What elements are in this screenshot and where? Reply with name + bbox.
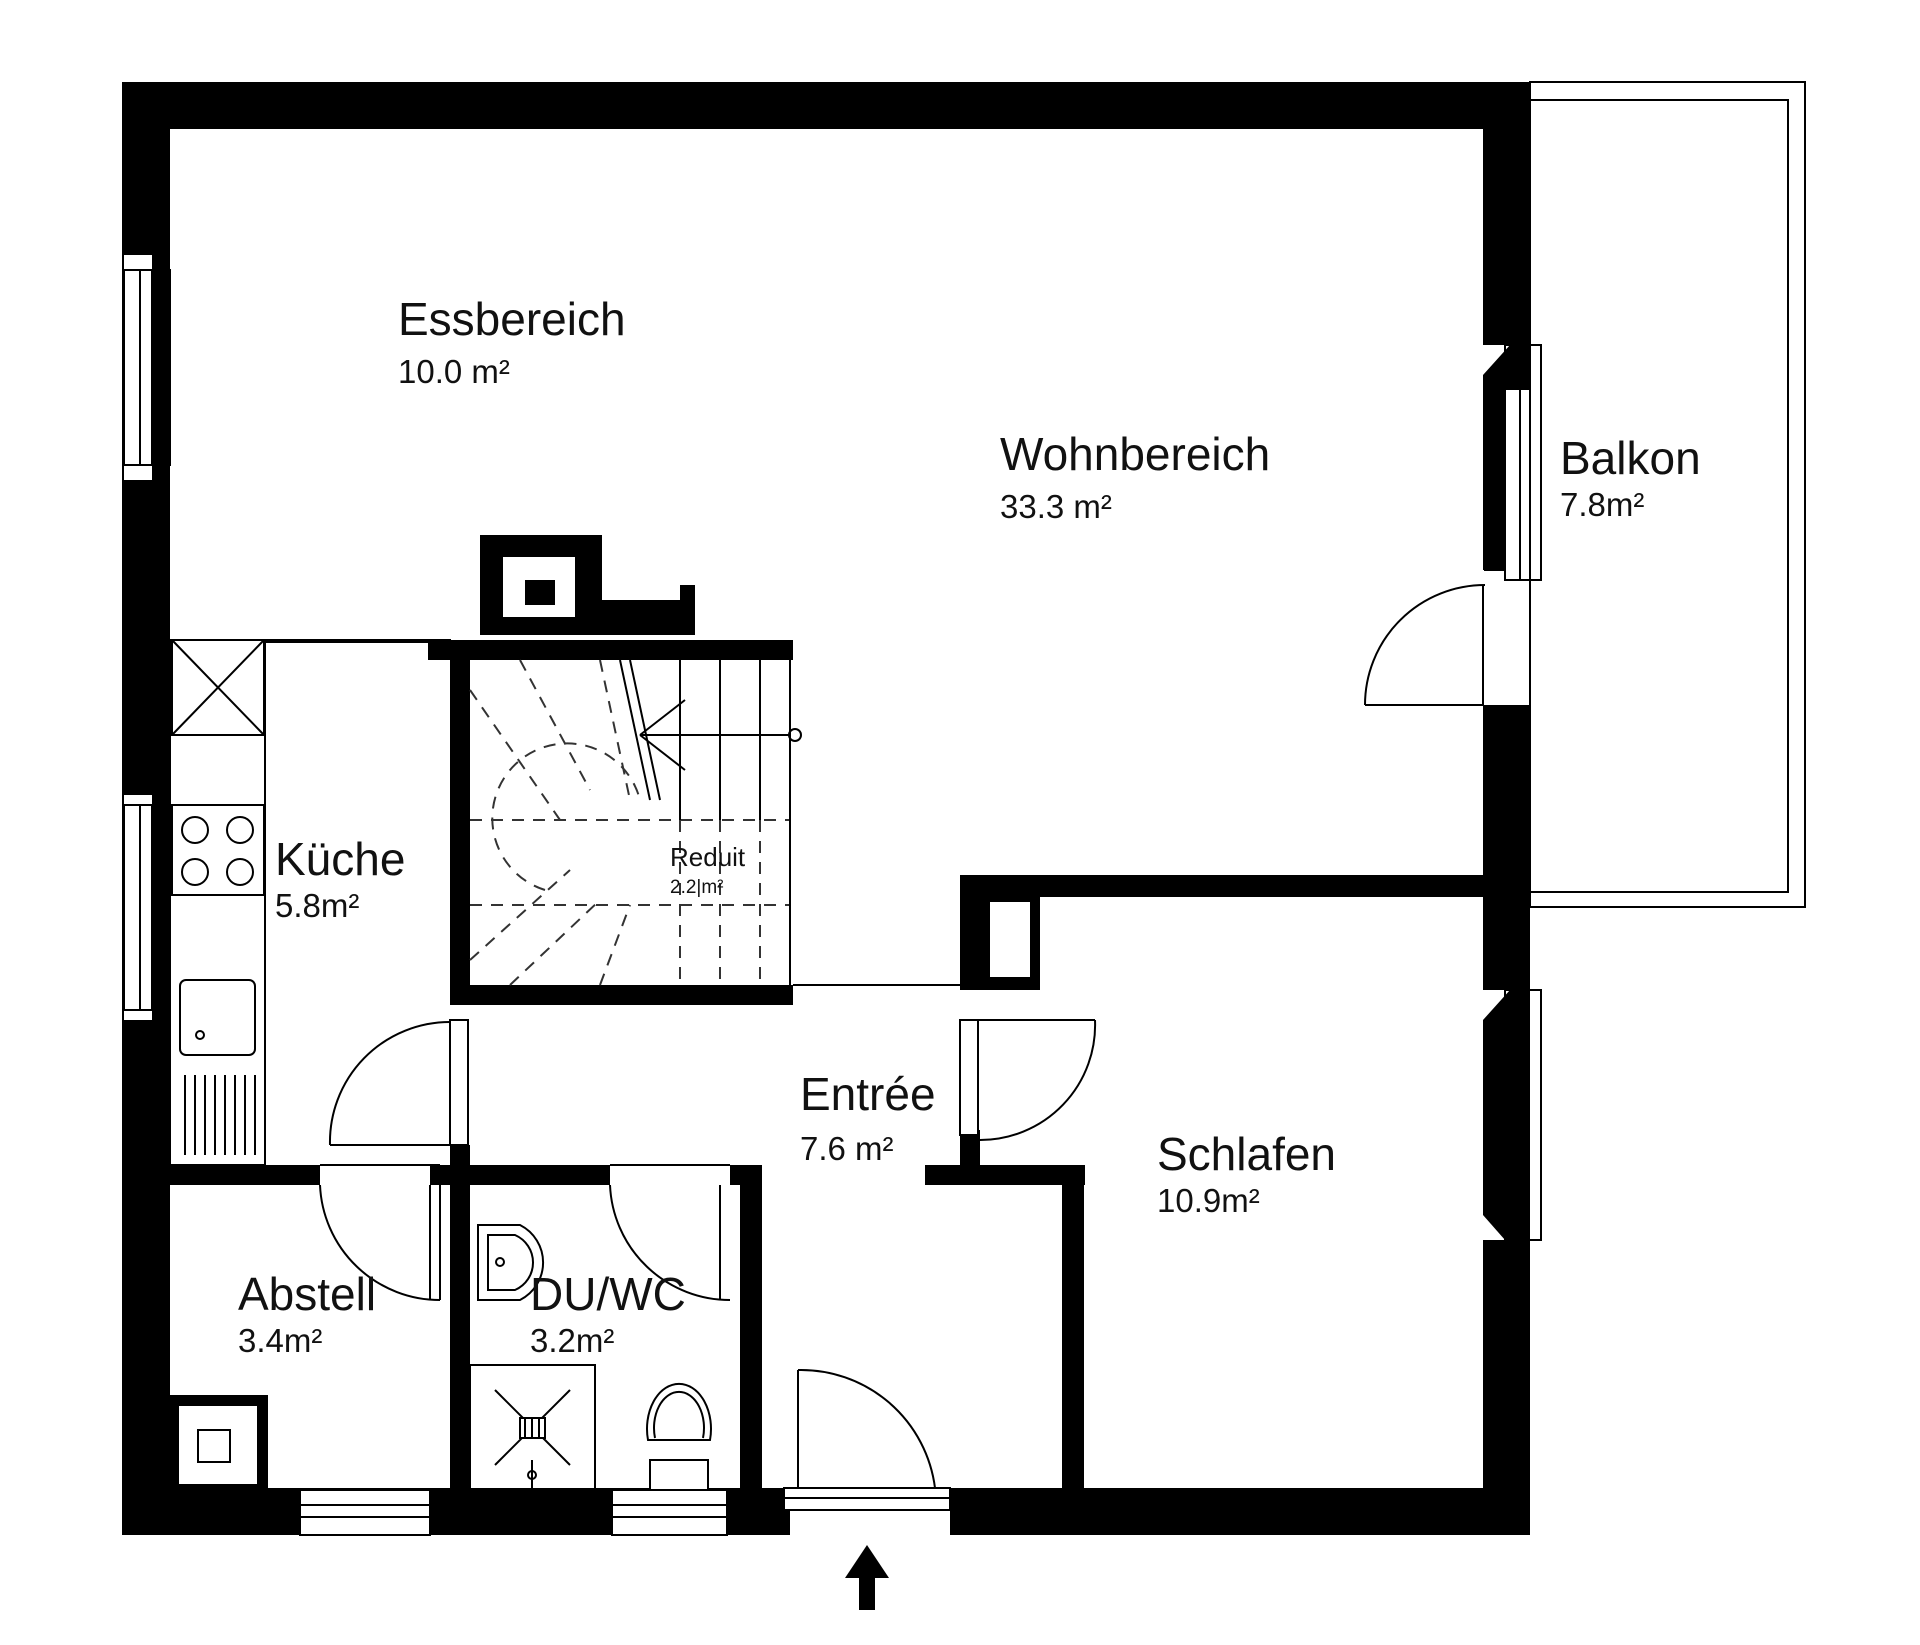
room-name: Reduit <box>670 842 746 872</box>
room-name: Schlafen <box>1157 1128 1336 1180</box>
balkon-door-jamb <box>1483 705 1530 760</box>
balkon-outline <box>1529 81 1806 908</box>
room-area: 3.2m² <box>530 1322 614 1359</box>
room-duwc: DU/WC 3.2m² <box>530 1268 686 1359</box>
door-abstell <box>319 1164 441 1302</box>
room-area: 3.4m² <box>238 1322 322 1359</box>
window-east-balkon <box>1483 344 1542 581</box>
room-name: Entrée <box>800 1068 936 1120</box>
room-kueche: Küche 5.8m² <box>275 833 405 924</box>
cooktop-icon <box>171 804 265 896</box>
washbasin-icon <box>477 1224 545 1301</box>
staircase <box>469 659 802 986</box>
window-west-kueche <box>123 795 171 1020</box>
room-area: 2.2|m² <box>670 877 724 898</box>
door-duwc <box>609 1164 731 1302</box>
toilet-icon <box>646 1382 712 1491</box>
room-name: Essbereich <box>398 293 626 345</box>
window-south-abstell <box>299 1489 431 1536</box>
room-name: Küche <box>275 833 405 885</box>
room-essbereich: Essbereich 10.0 m² <box>398 293 626 390</box>
room-area: 10.0 m² <box>398 353 510 390</box>
interior-walls <box>170 535 1485 1535</box>
room-abstell: Abstell 3.4m² <box>238 1268 376 1359</box>
kitchen-counter <box>169 639 451 1166</box>
room-area: 10.9m² <box>1157 1182 1260 1219</box>
room-balkon: Balkon 7.8m² <box>1560 432 1701 523</box>
shower-drain-icon <box>469 1364 596 1491</box>
room-schlafen: Schlafen 10.9m² <box>1157 1128 1336 1219</box>
room-wohnbereich: Wohnbereich 33.3 m² <box>1000 428 1270 525</box>
door-entrance <box>783 1368 951 1511</box>
room-area: 7.6 m² <box>800 1130 894 1167</box>
room-name: Abstell <box>238 1268 376 1320</box>
entrance-arrow-icon <box>845 1545 889 1610</box>
sink-icon <box>179 979 256 1155</box>
washing-machine-icon <box>177 1404 259 1486</box>
room-name: Wohnbereich <box>1000 428 1270 480</box>
window-west-essbereich <box>123 255 171 480</box>
door-kueche <box>328 1019 469 1146</box>
room-name: Balkon <box>1560 432 1701 484</box>
window-east-schlafen <box>1483 989 1542 1241</box>
door-schlafen <box>959 1019 1097 1142</box>
door-balkon <box>1364 584 1486 706</box>
room-entree: Entrée 7.6 m² <box>800 1068 936 1167</box>
fridge-icon <box>171 639 265 736</box>
room-reduit: Reduit 2.2|m² <box>670 842 746 898</box>
room-area: 5.8m² <box>275 887 359 924</box>
room-area: 33.3 m² <box>1000 488 1112 525</box>
room-area: 7.8m² <box>1560 486 1644 523</box>
room-name: DU/WC <box>530 1268 686 1320</box>
